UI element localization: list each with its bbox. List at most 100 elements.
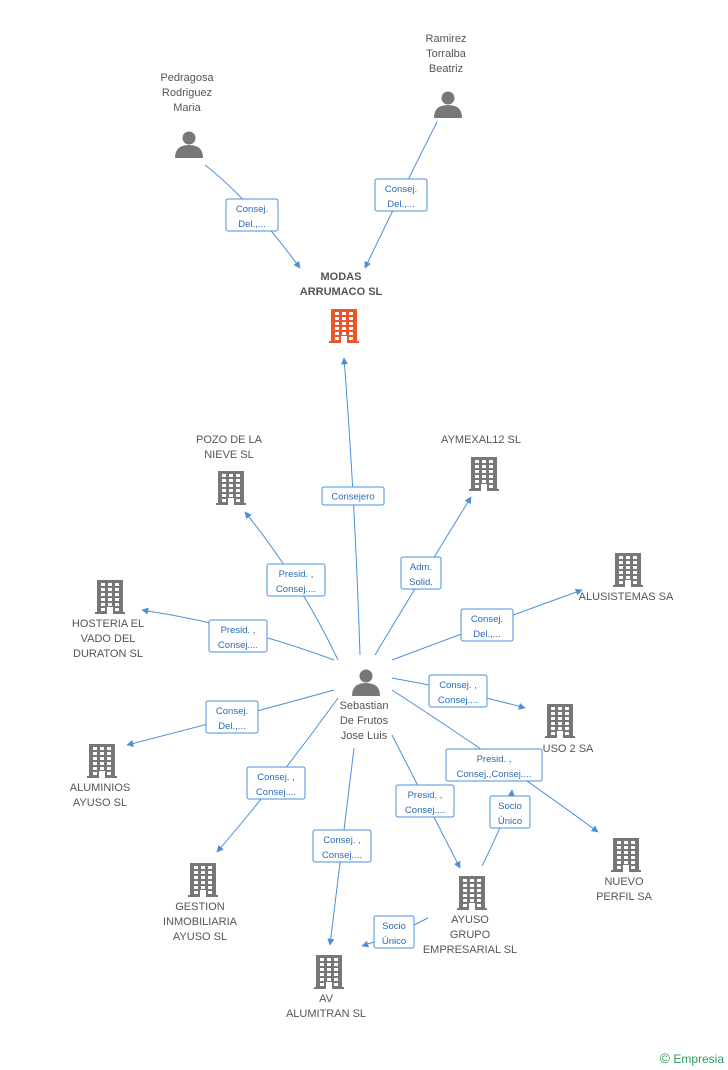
relation-text: Consej.... bbox=[405, 805, 445, 816]
node-aymexal[interactable]: AYMEXAL12 SL bbox=[441, 434, 521, 491]
relation-text: Del.,... bbox=[238, 219, 265, 230]
relation-text: Único bbox=[382, 936, 406, 947]
relation-text: Consej.... bbox=[276, 584, 316, 595]
relation-box[interactable] bbox=[266, 563, 326, 597]
node-label: NUEVO bbox=[604, 876, 644, 888]
node-label: PERFIL SA bbox=[596, 891, 652, 903]
relation-text: Consej. , bbox=[323, 835, 361, 846]
relation-text: Socio bbox=[382, 921, 406, 932]
node-label: AV bbox=[319, 993, 334, 1005]
node-label: Maria bbox=[173, 102, 201, 114]
relation-box[interactable] bbox=[208, 619, 268, 653]
relation-text: Presid. , bbox=[408, 790, 443, 801]
relation-label-ramirez-modas[interactable]: Consej.Del.,... bbox=[374, 178, 428, 212]
relation-label-pedragosa-modas[interactable]: Consej. Del.,... bbox=[225, 198, 279, 232]
relation-text: Consej. bbox=[385, 184, 417, 195]
relation-text: Consej.... bbox=[438, 695, 478, 706]
node-label: MODAS bbox=[321, 271, 362, 283]
person-icon[interactable] bbox=[352, 669, 380, 697]
building-icon[interactable] bbox=[329, 309, 359, 343]
relation-text: Consej.... bbox=[256, 787, 296, 798]
node-label: DURATON SL bbox=[73, 648, 143, 660]
building-icon[interactable] bbox=[95, 580, 125, 614]
node-label: AYUSO SL bbox=[173, 931, 227, 943]
relation-box[interactable] bbox=[246, 766, 306, 800]
node-label: Beatriz bbox=[429, 63, 463, 75]
relation-text: Consej. bbox=[471, 614, 503, 625]
relation-text: Presid. , bbox=[221, 625, 256, 636]
node-label: GRUPO bbox=[450, 929, 491, 941]
edge-sebastian-to-modas bbox=[340, 357, 361, 656]
relation-box[interactable] bbox=[373, 915, 415, 949]
relation-label-sebastian-aluminios[interactable]: Consej.Del.,... bbox=[205, 700, 259, 734]
building-icon[interactable] bbox=[216, 471, 246, 505]
relation-label-sebastian-ayusogrupo[interactable]: Presid. , Consej.... bbox=[395, 784, 455, 818]
relation-text: Consej.... bbox=[218, 640, 258, 651]
node-label: ALUMITRAN SL bbox=[286, 1008, 366, 1020]
copyright-symbol: © bbox=[659, 1050, 670, 1066]
node-label: NIEVE SL bbox=[204, 449, 254, 461]
relation-label-sebastian-modas[interactable]: Consejero bbox=[321, 486, 385, 506]
node-alumitran[interactable]: AV ALUMITRAN SL bbox=[286, 955, 366, 1020]
brand-logo: © Empresia bbox=[660, 1050, 724, 1066]
relation-label-sebastian-aymexal[interactable]: Adm.Solid. bbox=[400, 556, 442, 590]
relation-label-sebastian-nuevo[interactable]: Presid. ,Consej.,Consej.... bbox=[445, 748, 543, 782]
relation-text: Presid. , bbox=[279, 569, 314, 580]
node-label: VADO DEL bbox=[81, 633, 136, 645]
relation-label-sebastian-gestion[interactable]: Consej. ,Consej.... bbox=[246, 766, 306, 800]
relation-text: Del.,... bbox=[473, 629, 500, 640]
node-label: AYMEXAL12 SL bbox=[441, 434, 521, 446]
relation-label-sebastian-hosteria[interactable]: Presid. , Consej.... bbox=[208, 619, 268, 653]
node-nuevo[interactable]: NUEVO PERFIL SA bbox=[596, 838, 653, 903]
relation-box[interactable] bbox=[225, 198, 279, 232]
building-icon[interactable] bbox=[611, 838, 641, 872]
relation-box[interactable] bbox=[460, 608, 514, 642]
person-icon[interactable] bbox=[434, 91, 462, 119]
relation-box[interactable] bbox=[445, 748, 543, 782]
relation-box[interactable] bbox=[321, 486, 385, 506]
relation-label-sebastian-alusistemas[interactable]: Consej. Del.,... bbox=[460, 608, 514, 642]
person-icon[interactable] bbox=[175, 131, 203, 159]
relation-box[interactable] bbox=[312, 829, 372, 863]
building-icon[interactable] bbox=[87, 744, 117, 778]
building-icon[interactable] bbox=[469, 457, 499, 491]
node-hosteria[interactable]: HOSTERIA EL VADO DEL DURATON SL bbox=[72, 580, 144, 660]
building-icon[interactable] bbox=[188, 863, 218, 897]
node-uso2[interactable]: USO 2 SA bbox=[543, 704, 594, 755]
relation-label-sebastian-alumitran[interactable]: Consej. ,Consej.... bbox=[312, 829, 372, 863]
relation-box[interactable] bbox=[489, 795, 531, 829]
brand-name: Empresia bbox=[673, 1052, 724, 1066]
relation-box[interactable] bbox=[400, 556, 442, 590]
building-icon[interactable] bbox=[613, 553, 643, 587]
relation-text: Del.,... bbox=[218, 721, 245, 732]
relation-label-sebastian-pozo[interactable]: Presid. , Consej.... bbox=[266, 563, 326, 597]
relation-text: Solid. bbox=[409, 577, 433, 588]
node-label: Ramirez bbox=[426, 33, 467, 45]
building-icon[interactable] bbox=[457, 876, 487, 910]
relation-box[interactable] bbox=[428, 674, 488, 708]
relation-text: Consej. bbox=[236, 204, 268, 215]
relation-text: Consejero bbox=[331, 492, 374, 503]
node-label: Torralba bbox=[426, 48, 467, 60]
relation-box[interactable] bbox=[395, 784, 455, 818]
relation-text: Socio bbox=[498, 801, 522, 812]
relation-box[interactable] bbox=[205, 700, 259, 734]
building-icon[interactable] bbox=[545, 704, 575, 738]
node-label: AYUSO SL bbox=[73, 797, 127, 809]
node-label: HOSTERIA EL bbox=[72, 618, 144, 630]
building-icon[interactable] bbox=[314, 955, 344, 989]
relation-label-sebastian-uso2[interactable]: Consej. ,Consej.... bbox=[428, 674, 488, 708]
node-alusistemas[interactable]: ALUSISTEMAS SA bbox=[579, 553, 674, 603]
relation-box[interactable] bbox=[374, 178, 428, 212]
